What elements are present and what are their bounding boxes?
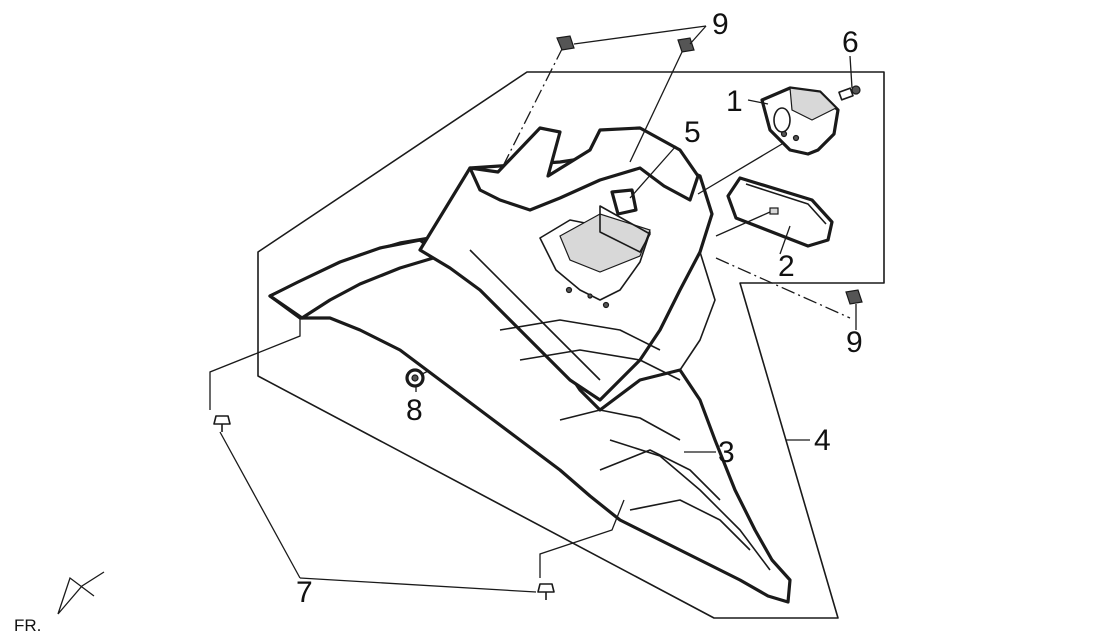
callout-labels: 1 2 3 4 5 6 7 8 9 9 (296, 8, 863, 609)
callout-8: 8 (406, 394, 423, 427)
part-8-nut (405, 368, 425, 388)
part-6-screw (838, 85, 861, 101)
callout-5: 5 (684, 116, 701, 149)
rear-fender-body (268, 126, 792, 604)
part-9-clips (556, 35, 863, 305)
part-1-bracket (760, 86, 840, 156)
leader-lines (209, 25, 857, 593)
callout-6: 6 (842, 26, 859, 59)
direction-arrow-icon (57, 571, 105, 615)
callout-9-right: 9 (846, 326, 863, 359)
callout-2: 2 (778, 250, 795, 283)
part-2-lens (726, 176, 834, 248)
callout-9-top: 9 (712, 8, 729, 41)
part-5-clip (599, 188, 651, 253)
callout-3: 3 (718, 436, 735, 469)
front-direction-indicator: FR. (14, 571, 105, 635)
part-7-screws (213, 415, 555, 600)
callout-1: 1 (726, 85, 743, 118)
callout-7: 7 (296, 576, 313, 609)
callout-4: 4 (814, 424, 831, 457)
assembly-outline (257, 71, 885, 619)
direction-label: FR. (14, 616, 41, 635)
